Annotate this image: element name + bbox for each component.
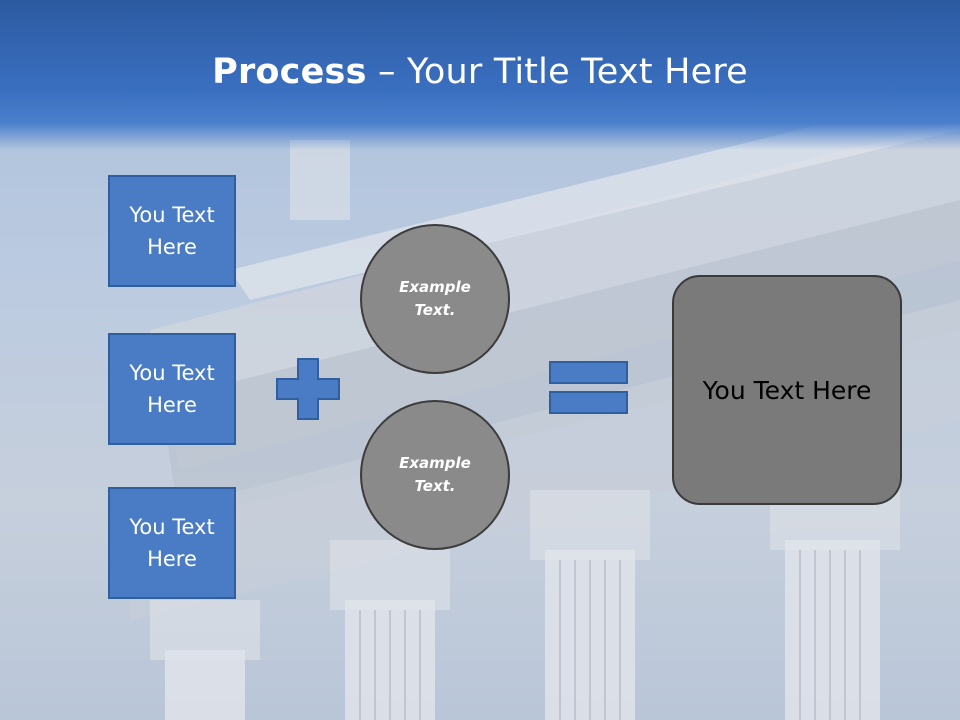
circle-label: Example Text. (399, 454, 471, 495)
input-box-label: You Text Here (129, 203, 215, 259)
title-bar (0, 0, 960, 150)
result-label: You Text Here (702, 375, 872, 405)
example-circle-2[interactable]: Example Text. (360, 400, 510, 550)
equals-icon (549, 361, 628, 414)
input-box-2[interactable]: You Text Here (108, 333, 236, 445)
input-box-1[interactable]: You Text Here (108, 175, 236, 287)
input-box-label: You Text Here (129, 361, 215, 417)
slide-title: Process – Your Title Text Here (0, 52, 960, 92)
example-circle-1[interactable]: Example Text. (360, 224, 510, 374)
title-rest: – Your Title Text Here (366, 52, 748, 92)
plus-icon (276, 358, 340, 420)
input-box-3[interactable]: You Text Here (108, 487, 236, 599)
result-box[interactable]: You Text Here (672, 275, 902, 505)
circle-label: Example Text. (399, 278, 471, 319)
title-bold: Process (212, 52, 367, 92)
input-box-label: You Text Here (129, 515, 215, 571)
